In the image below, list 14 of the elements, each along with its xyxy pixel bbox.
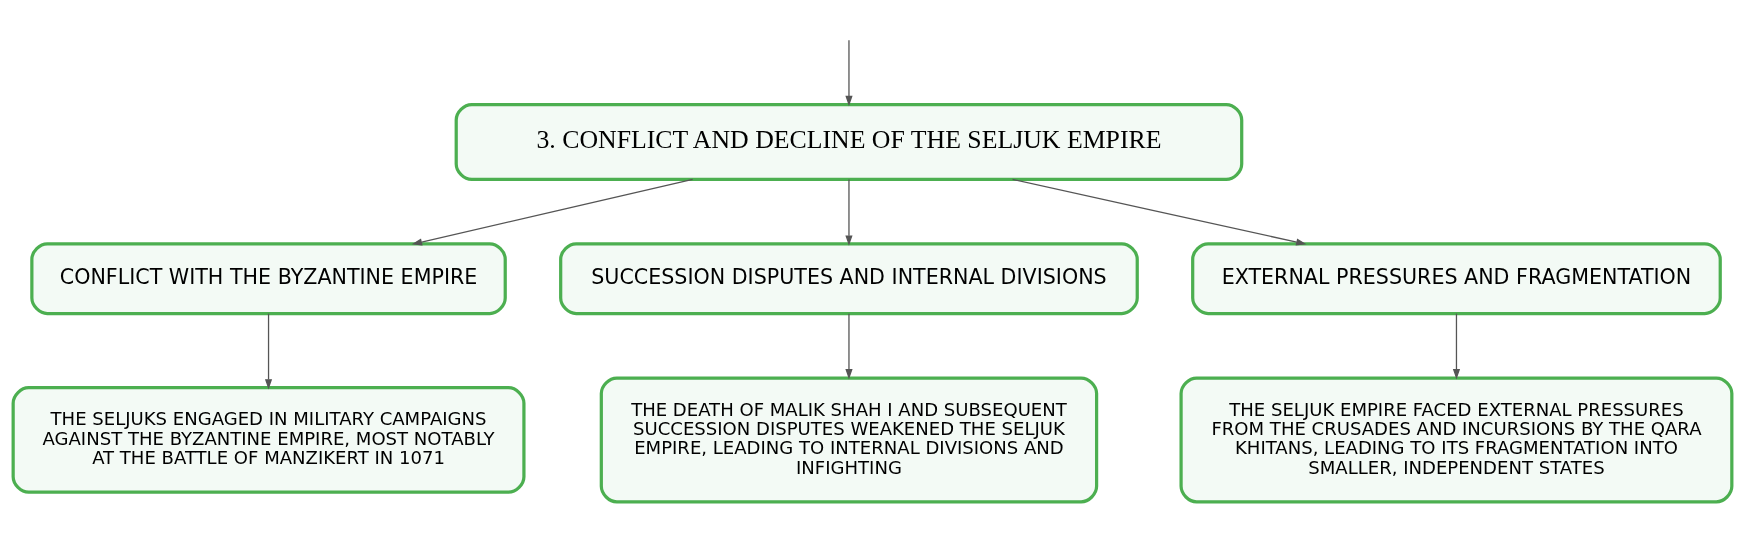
node-box: THE DEATH OF MALIK SHAH I AND SUBSEQUENT SUCCESSION DISPUTES WEAKENED THE SELJUK EMPIRE, LEADING TO INTERNAL DIVISIONS AND INFIGHTING — [599, 375, 1099, 503]
node-box: CONFLICT WITH THE BYZANTINE EMPIRE — [30, 241, 507, 315]
node-box: THE SELJUKS ENGAGED IN MILITARY CAMPAIGNS AGAINST THE BYZANTINE EMPIRE, MOST NOTABLY AT THE BATTLE OF MANZIKERT IN 1071 — [11, 385, 526, 494]
arrow — [1011, 178, 1307, 246]
node-box: THE SELJUK EMPIRE FACED EXTERNAL PRESSURES FROM THE CRUSADES AND INCURSIONS BY THE QARA KHITANS, LEADING TO ITS FRAGMENTATION INTO SMALLER, INDEPENDENT STATES — [1179, 375, 1734, 503]
arrow — [845, 178, 853, 246]
arrow — [845, 312, 853, 379]
node-box: EXTERNAL PRESSURES AND FRAGMENTATION — [1191, 241, 1722, 315]
arrow — [264, 312, 273, 389]
arrow — [845, 39, 853, 106]
node-box: 3. CONFLICT AND DECLINE OF THE SELJUK EMPIRE — [454, 102, 1244, 181]
arrow — [411, 178, 694, 245]
arrow — [1452, 312, 1461, 379]
node-box: SUCCESSION DISPUTES AND INTERNAL DIVISIONS — [559, 241, 1139, 315]
